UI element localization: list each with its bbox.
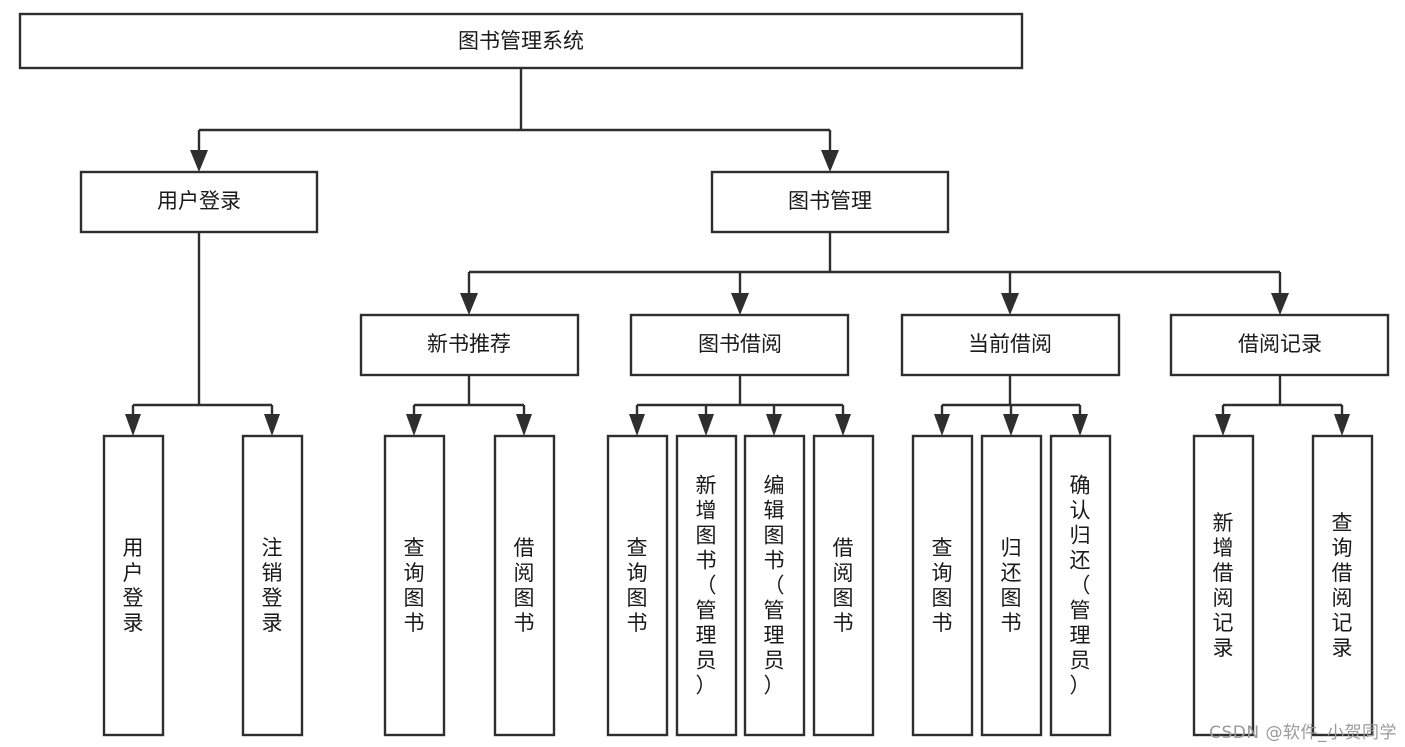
- arrow-head-leaf-return-book: [1003, 414, 1019, 436]
- arrow-head-leaf-confirm-return: [1072, 414, 1088, 436]
- node-leaf-edit-book[interactable]: 编辑图书（管理员）: [743, 434, 806, 737]
- node-leaf-borrow-book-2-box[interactable]: [812, 434, 875, 737]
- arrow-head-leaf-edit-book: [766, 414, 782, 436]
- node-leaf-query-record[interactable]: 查询借阅记录: [1311, 434, 1374, 737]
- node-user-login[interactable]: 用户登录: [79, 170, 319, 234]
- node-leaf-add-record[interactable]: 新增借阅记录: [1192, 434, 1255, 737]
- node-root-label: 图书管理系统: [458, 29, 584, 53]
- node-book-management-box[interactable]: [710, 170, 950, 234]
- arrow-head-book-borrow: [731, 293, 749, 315]
- node-leaf-query-record-label: 查询借阅记录: [1332, 511, 1353, 660]
- connector-book-management-to-level3: [467, 232, 1282, 296]
- connector-borrow-record-to-leaves: [1221, 375, 1344, 418]
- node-leaf-user-login[interactable]: 用户登录: [102, 434, 165, 737]
- arrow-head-leaf-borrow-book-2: [835, 414, 851, 436]
- arrow-head-new-book-recommend: [460, 293, 478, 315]
- node-book-management-label: 图书管理: [788, 189, 872, 213]
- node-leaf-add-book-label: 新增图书（管理员）: [696, 474, 717, 698]
- arrow-head-book-management: [821, 150, 839, 172]
- node-book-borrow[interactable]: 图书借阅: [629, 313, 850, 377]
- arrow-head-user-login: [190, 150, 208, 172]
- node-leaf-return-book[interactable]: 归还图书: [980, 434, 1043, 737]
- node-current-borrow-label: 当前借阅: [968, 332, 1052, 356]
- csdn-watermark: CSDN @软件_小贺同学: [1209, 723, 1397, 743]
- node-user-login-box[interactable]: [79, 170, 319, 234]
- arrow-head-borrow-record: [1271, 293, 1289, 315]
- node-borrow-record-label: 借阅记录: [1238, 332, 1322, 356]
- node-new-book-recommend-box[interactable]: [359, 313, 580, 377]
- node-book-management[interactable]: 图书管理: [710, 170, 950, 234]
- node-borrow-record[interactable]: 借阅记录: [1169, 313, 1390, 377]
- node-borrow-record-box[interactable]: [1169, 313, 1390, 377]
- node-leaf-logout-login-label: 注销登录: [262, 536, 283, 635]
- node-leaf-logout-login[interactable]: 注销登录: [241, 434, 304, 737]
- node-leaf-query-book-3[interactable]: 查询图书: [911, 434, 974, 737]
- node-leaf-add-book[interactable]: 新增图书（管理员）: [675, 434, 738, 737]
- node-new-book-recommend-label: 新书推荐: [427, 332, 511, 356]
- connector-root-to-level2: [197, 68, 832, 152]
- node-leaf-query-book-1[interactable]: 查询图书: [383, 434, 446, 737]
- node-leaf-query-book-3-box[interactable]: [911, 434, 974, 737]
- node-new-book-recommend[interactable]: 新书推荐: [359, 313, 580, 377]
- node-current-borrow-box[interactable]: [900, 313, 1121, 377]
- connector-user-login-to-leaves: [131, 232, 274, 418]
- node-leaf-borrow-book-1-label: 借阅图书: [514, 536, 535, 635]
- arrow-head-leaf-query-book-3: [934, 414, 950, 436]
- node-book-borrow-box[interactable]: [629, 313, 850, 377]
- node-leaf-borrow-book-2[interactable]: 借阅图书: [812, 434, 875, 737]
- node-leaf-borrow-book-2-label: 借阅图书: [833, 536, 854, 635]
- node-leaf-query-book-2[interactable]: 查询图书: [606, 434, 669, 737]
- node-leaf-edit-book-box[interactable]: [743, 434, 806, 737]
- connector-new-book-recommend-to-leaves: [412, 375, 526, 418]
- node-leaf-query-book-2-label: 查询图书: [627, 536, 648, 635]
- node-leaf-confirm-return-label: 确认归还（管理员）: [1070, 474, 1091, 698]
- node-leaf-logout-login-box[interactable]: [241, 434, 304, 737]
- node-root[interactable]: 图书管理系统: [18, 12, 1024, 70]
- node-leaf-edit-book-label: 编辑图书（管理员）: [764, 474, 785, 698]
- connector-current-borrow-to-leaves: [940, 375, 1082, 418]
- node-leaf-confirm-return[interactable]: 确认归还（管理员）: [1049, 434, 1112, 737]
- node-current-borrow[interactable]: 当前借阅: [900, 313, 1121, 377]
- node-leaf-user-login-box[interactable]: [102, 434, 165, 737]
- connector-book-borrow-to-leaves: [635, 375, 845, 418]
- arrow-head-leaf-query-book-2: [629, 414, 645, 436]
- node-book-borrow-label: 图书借阅: [698, 332, 782, 356]
- node-leaf-add-record-box[interactable]: [1192, 434, 1255, 737]
- node-leaf-borrow-book-1[interactable]: 借阅图书: [493, 434, 556, 737]
- arrow-head-leaf-query-book-1: [406, 414, 422, 436]
- connector-layer: [125, 68, 1350, 436]
- node-leaf-query-book-1-label: 查询图书: [404, 536, 425, 635]
- node-leaf-confirm-return-box[interactable]: [1049, 434, 1112, 737]
- node-leaf-query-record-box[interactable]: [1311, 434, 1374, 737]
- arrow-head-current-borrow: [1001, 293, 1019, 315]
- node-leaf-query-book-2-box[interactable]: [606, 434, 669, 737]
- node-root-box[interactable]: [18, 12, 1024, 70]
- arrow-head-leaf-user-login: [125, 414, 141, 436]
- node-leaf-query-book-3-label: 查询图书: [932, 536, 953, 635]
- node-leaf-add-book-box[interactable]: [675, 434, 738, 737]
- node-user-login-label: 用户登录: [157, 189, 241, 213]
- node-leaf-return-book-label: 归还图书: [1001, 536, 1022, 635]
- arrow-head-leaf-query-record: [1334, 414, 1350, 436]
- node-leaf-query-book-1-box[interactable]: [383, 434, 446, 737]
- arrow-head-leaf-borrow-book-1: [516, 414, 532, 436]
- arrow-head-leaf-add-book: [698, 414, 714, 436]
- arrow-head-leaf-add-record: [1215, 414, 1231, 436]
- node-leaf-return-book-box[interactable]: [980, 434, 1043, 737]
- node-leaf-user-login-label: 用户登录: [123, 536, 144, 635]
- node-leaf-add-record-label: 新增借阅记录: [1213, 511, 1234, 660]
- node-leaf-borrow-book-1-box[interactable]: [493, 434, 556, 737]
- arrow-head-leaf-logout-login: [264, 414, 280, 436]
